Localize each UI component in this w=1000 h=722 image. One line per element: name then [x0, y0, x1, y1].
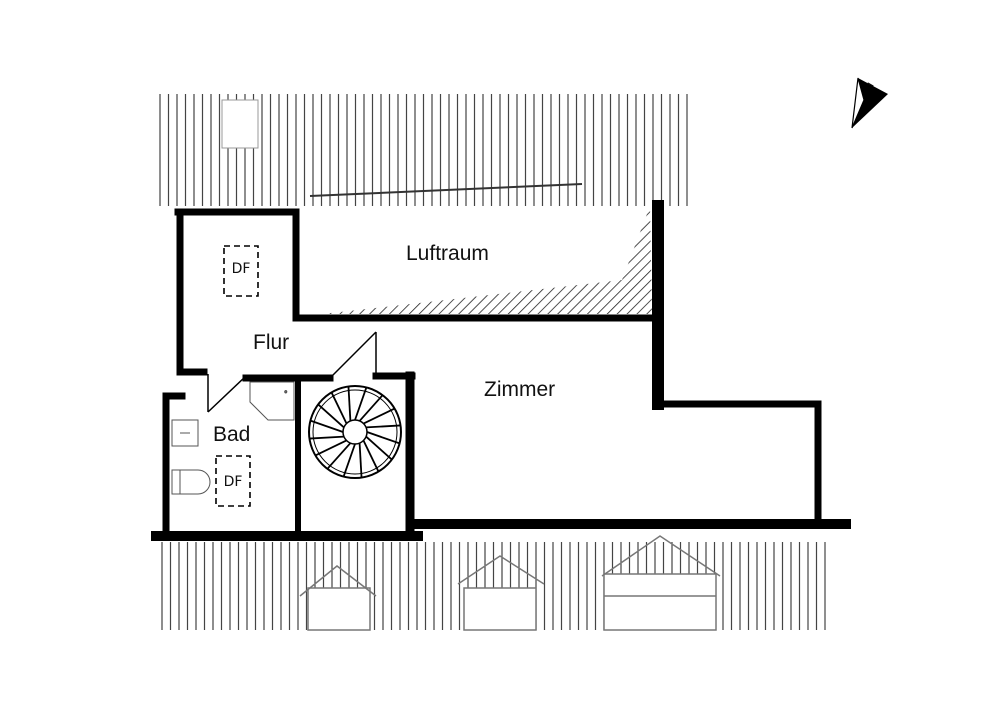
stair-step [317, 403, 345, 429]
stair-step [330, 392, 348, 424]
roof-ridge-line [309, 183, 583, 197]
skylight-top-label: DF [232, 261, 251, 277]
room-flur-label: Flur [253, 331, 289, 354]
stair-hub [342, 419, 368, 445]
stair-inner-ring [312, 389, 398, 475]
stair-step [363, 407, 395, 425]
door-stair [331, 331, 377, 378]
toilet [171, 469, 211, 495]
stair-step [362, 440, 380, 472]
stair-step [342, 443, 356, 477]
stair-step [354, 387, 368, 421]
skylight-bad-label: DF [224, 474, 243, 490]
room-zimmer-label: Zimmer [484, 378, 555, 401]
stair-step [326, 442, 352, 470]
sink [171, 419, 199, 447]
room-luftraum-label: Luftraum [406, 242, 489, 265]
stair-step [358, 394, 384, 422]
stair-step [309, 435, 344, 440]
stair-step [347, 386, 352, 421]
shower: ° [249, 381, 295, 421]
hatched-slope [322, 206, 652, 314]
svg-text:°: ° [284, 390, 288, 398]
spiral-staircase [308, 385, 402, 479]
door-bad [207, 374, 247, 413]
north-arrow-icon: N [851, 77, 888, 129]
dormer-right [601, 535, 721, 631]
roof-window-top [221, 99, 259, 149]
stair-step [366, 431, 400, 445]
walls [151, 200, 851, 541]
stair-step [358, 443, 363, 478]
north-arrow-letter: N [865, 81, 877, 92]
stair-step [310, 419, 344, 433]
stair-outer-ring [308, 385, 402, 479]
room-bad-label: Bad [213, 423, 250, 446]
skylight-bad: DF [215, 455, 251, 507]
stair-step [366, 424, 401, 429]
skylight-top: DF [223, 245, 259, 297]
stair-step [315, 439, 347, 457]
dormer-left [299, 565, 377, 631]
dormer-middle [457, 555, 545, 631]
stair-step [365, 435, 393, 461]
